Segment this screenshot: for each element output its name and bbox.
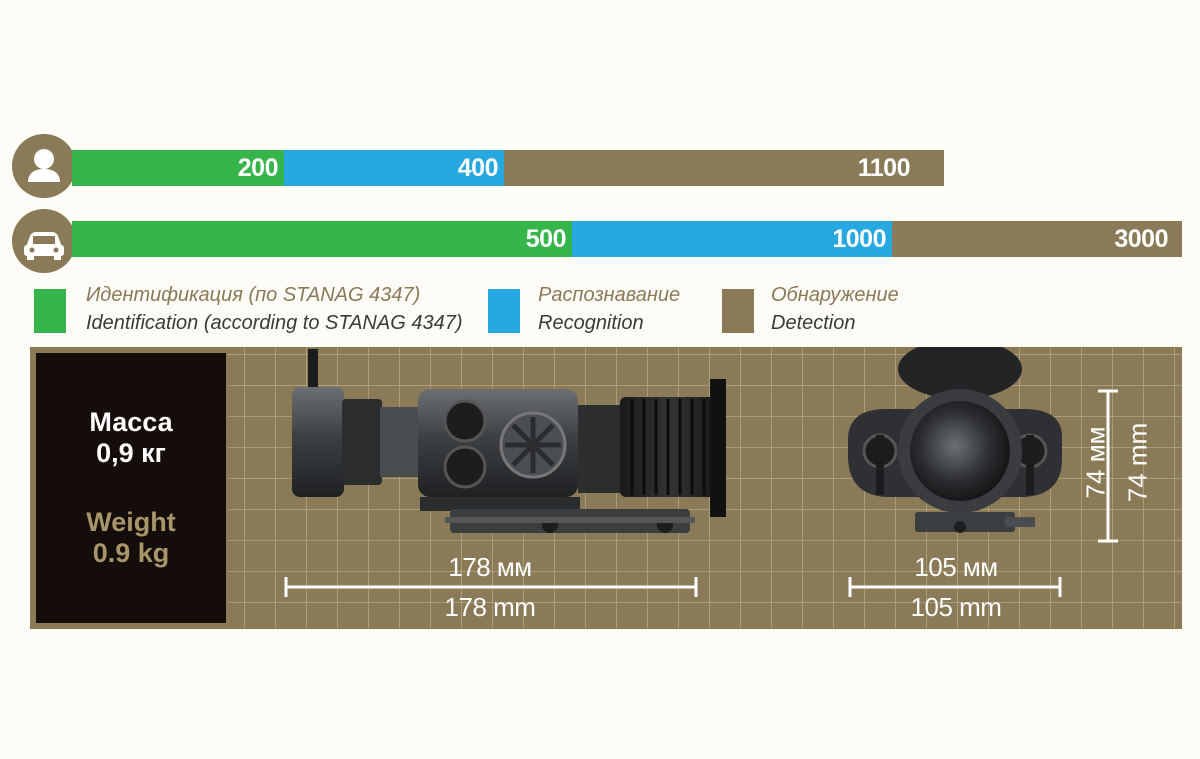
person-range-bar: 200 400 1100 [72,150,944,186]
weight-value-en: 0.9 kg [92,538,170,568]
length-label-en: 178 mm [444,592,536,622]
legend-detection-ru: Обнаружение [771,284,899,306]
weight-label-en: Weight [86,507,176,537]
legend-detection-swatch [722,289,754,333]
vehicle-recognition-segment: 1000 [572,221,892,257]
vehicle-range-icon-badge [12,209,76,273]
vehicle-range-bar: 500 1000 3000 [72,221,1182,257]
person-detection-segment: 1100 [504,150,944,186]
person-recognition-value: 400 [457,153,499,182]
person-identification-segment: 200 [72,150,284,186]
legend-identification-ru: Идентификация (по STANAG 4347) [86,284,421,306]
width-label-ru: 105 мм [914,552,998,582]
vehicle-identification-segment: 500 [72,221,572,257]
weight-box: Масса 0,9 кг Weight 0.9 kg [36,353,226,623]
legend-recognition-swatch [488,289,520,333]
legend-detection-en: Detection [771,312,856,334]
legend-identification: Идентификация (по STANAG 4347) Identific… [86,281,462,337]
legend-recognition-en: Recognition [538,312,644,334]
length-label-ru: 178 мм [448,552,532,582]
length-dimension-line [284,577,698,597]
legend-identification-en: Identification (according to STANAG 4347… [86,312,463,334]
legend-identification-swatch [34,289,66,333]
person-range-icon-badge [12,134,76,198]
height-label-ru: 74 мм [1080,426,1111,499]
dimensions-panel: Масса 0,9 кг Weight 0.9 kg [30,347,1182,629]
vehicle-detection-segment: 3000 [892,221,1182,257]
car-icon [24,232,64,260]
thermal-scope-side-view [292,349,726,533]
width-dimension-line [848,577,1062,597]
person-detection-value: 1100 [857,153,911,182]
person-icon [28,149,60,182]
weight-label-ru: Масса [89,407,173,437]
height-label-en: 74 mm [1122,422,1153,503]
person-identification-value: 200 [237,153,279,182]
legend-detection: Обнаружение Detection [771,281,899,337]
vehicle-detection-value: 3000 [1114,224,1168,253]
vehicle-identification-value: 500 [525,224,567,253]
vehicle-recognition-value: 1000 [832,224,886,253]
width-label-en: 105 mm [910,592,1002,622]
height-dimension-line [1098,389,1118,543]
person-recognition-segment: 400 [284,150,504,186]
weight-value-ru: 0,9 кг [96,438,166,468]
legend-recognition: Распознавание Recognition [538,281,680,337]
thermal-scope-front-view [848,347,1062,533]
legend-recognition-ru: Распознавание [538,284,681,306]
